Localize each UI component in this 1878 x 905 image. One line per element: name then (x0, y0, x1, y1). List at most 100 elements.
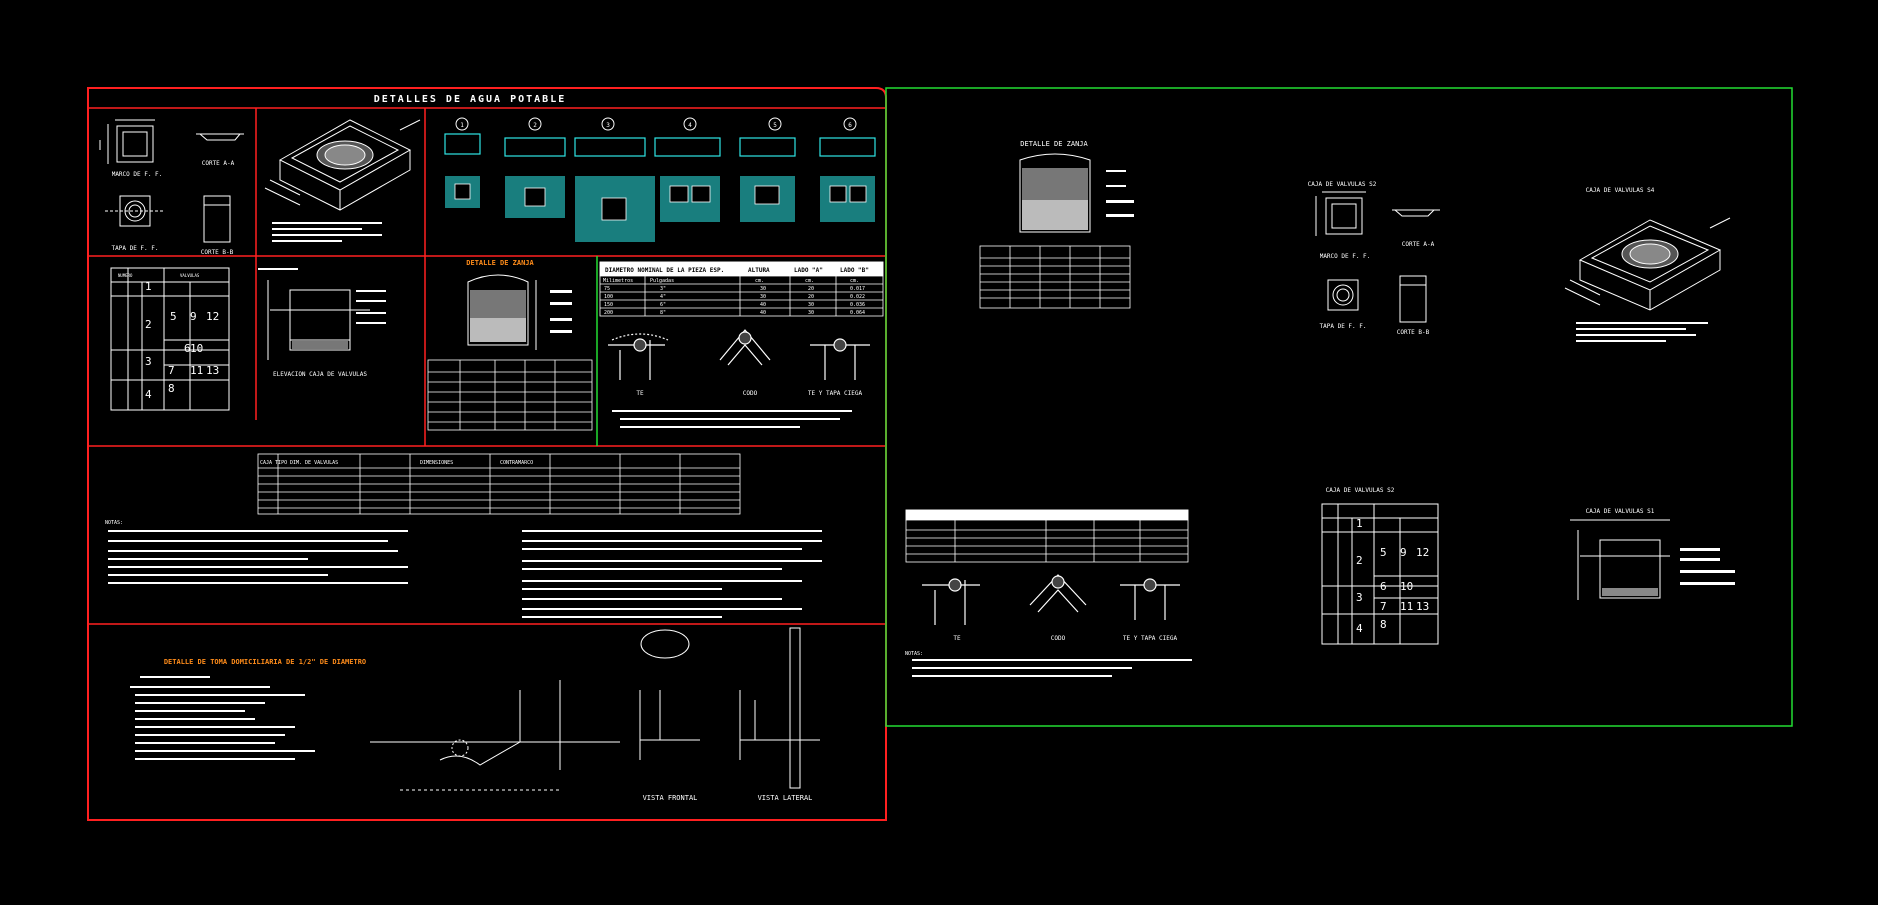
caja-header-contramarco: CONTRAMARCO (500, 460, 533, 466)
valve-num-11: 11 (190, 364, 203, 377)
pipe-r4-b: 0.064 (850, 310, 865, 316)
right-valve-num-12: 12 (1416, 546, 1429, 559)
valve-num-3: 3 (145, 355, 152, 368)
pipe-r3-b: 0.036 (850, 302, 865, 308)
corte-aa-label: CORTE A-A (202, 160, 235, 167)
pipe-r3-a: 30 (808, 302, 814, 308)
pipe-sub-cm1: cm. (755, 278, 764, 284)
valve-table-header-numero: NUMERO (118, 273, 133, 278)
right-caja-s2-table-title: CAJA DE VALVULAS S2 (1326, 487, 1395, 494)
right-pipe-table (905, 509, 1189, 563)
right-caja-s4-title: CAJA DE VALVULAS S4 (1586, 187, 1655, 194)
circle-number-1: 1 (460, 122, 464, 129)
tapa-label: TAPA DE F. F. (112, 245, 159, 252)
right-valve-num-11: 11 (1400, 600, 1413, 613)
right-valve-num-1: 1 (1356, 517, 1363, 530)
valve-num-12: 12 (206, 310, 219, 323)
pipe-header-altura: ALTURA (748, 267, 770, 274)
valve-num-7: 7 (168, 364, 175, 377)
right-notas-label: NOTAS: (905, 651, 923, 657)
panel-border (885, 87, 1793, 727)
right-zanja-title: DETALLE DE ZANJA (1020, 140, 1088, 148)
marco-detail (99, 119, 155, 164)
circle-number-4: 4 (688, 122, 692, 129)
right-te-label: TE (953, 635, 961, 642)
notas-label: NOTAS: (105, 520, 123, 526)
fitting-te-tapa-label: TE Y TAPA CIEGA (808, 390, 863, 397)
elevacion-caja (267, 280, 370, 360)
right-marco-detail (1315, 191, 1440, 323)
corte-aa-detail (196, 133, 244, 141)
detalle-zanja-title: DETALLE DE ZANJA (466, 259, 534, 267)
pipe-sub-cm2: cm. (805, 278, 814, 284)
caja-header-dimensiones: DIMENSIONES (420, 460, 453, 466)
pipe-r4-a: 30 (808, 310, 814, 316)
pipe-r1-in: 3" (660, 286, 666, 292)
brick-pattern-icon (640, 629, 690, 659)
right-caja-s2-title: CAJA DE VALVULAS S2 (1308, 181, 1377, 188)
pipe-sub-mm: Milimetros (603, 278, 633, 284)
right-codo-label: CODO (1051, 635, 1066, 642)
vista-lateral-label: VISTA LATERAL (758, 794, 813, 802)
pipe-table (599, 261, 884, 317)
right-panel: DETALLE DE ZANJA CAJA DE VALVULAS S2 MAR… (885, 87, 1793, 727)
valve-num-13: 13 (206, 364, 219, 377)
right-valve-num-9: 9 (1400, 546, 1407, 559)
pipe-r4-in: 8" (660, 310, 666, 316)
right-zanja-section (1019, 153, 1134, 233)
toma-section (370, 627, 820, 791)
right-valve-num-6: 6 (1380, 580, 1387, 593)
valve-num-5: 5 (170, 310, 177, 323)
pipe-r2-mm: 100 (604, 294, 613, 300)
pipe-header-lado-b: LADO "B" (840, 267, 869, 274)
right-valve-num-3: 3 (1356, 591, 1363, 604)
isometric-notes (272, 222, 382, 242)
vista-frontal-label: VISTA FRONTAL (643, 794, 698, 802)
circle-number-5: 5 (773, 122, 777, 129)
pipe-r1-alt: 30 (760, 286, 766, 292)
valve-num-4: 4 (145, 388, 152, 401)
right-valve-num-8: 8 (1380, 618, 1387, 631)
pipe-r3-alt: 40 (760, 302, 766, 308)
detalle-toma-title: DETALLE DE TOMA DOMICILIARIA DE 1/2" DE … (164, 658, 366, 666)
valve-num-8: 8 (168, 382, 175, 395)
right-corte-aa-label: CORTE A-A (1402, 241, 1435, 248)
caja-header-dim-valvulas: DIM. DE VALVULAS (290, 460, 338, 466)
elevacion-label: ELEVACION CAJA DE VALVULAS (273, 371, 367, 378)
right-corte-bb-label: CORTE B-B (1397, 329, 1430, 336)
right-isometric-box (1564, 217, 1731, 311)
corte-bb-label: CORTE B-B (201, 249, 234, 256)
pipe-r4-alt: 40 (760, 310, 766, 316)
right-marco-label: MARCO DE F. F. (1320, 253, 1371, 260)
valve-num-1: 1 (145, 280, 152, 293)
pipe-header-lado-a: LADO "A" (794, 267, 823, 274)
fittings (608, 329, 870, 380)
pipe-r2-in: 4" (660, 294, 666, 300)
fitting-te-label: TE (636, 390, 644, 397)
valve-num-10: 10 (190, 342, 203, 355)
tapa-detail (105, 195, 165, 227)
valve-num-6: 6 (184, 342, 191, 355)
right-valve-num-7: 7 (1380, 600, 1387, 613)
zanja-section (467, 274, 572, 350)
pipe-sub-pulg: Pulgadas (650, 278, 674, 284)
valve-number-table (110, 267, 230, 411)
valve-num-9: 9 (190, 310, 197, 323)
right-zanja-table (979, 245, 1131, 309)
pipe-r4-mm: 200 (604, 310, 613, 316)
right-fittings (922, 574, 1180, 625)
fitting-codo-label: CODO (743, 390, 758, 397)
right-caja-s1-section (1570, 519, 1670, 600)
pipe-r1-b: 0.017 (850, 286, 865, 292)
right-tapa-label: TAPA DE F. F. (1320, 323, 1367, 330)
pipe-r1-mm: 75 (604, 286, 610, 292)
circle-number-2: 2 (533, 122, 537, 129)
isometric-box (264, 119, 421, 211)
pipe-r2-alt: 30 (760, 294, 766, 300)
pipe-r2-a: 20 (808, 294, 814, 300)
right-valve-num-10: 10 (1400, 580, 1413, 593)
right-valve-num-5: 5 (1380, 546, 1387, 559)
valve-num-2: 2 (145, 318, 152, 331)
valve-box-elevations: 1 2 3 4 5 6 (444, 117, 876, 242)
